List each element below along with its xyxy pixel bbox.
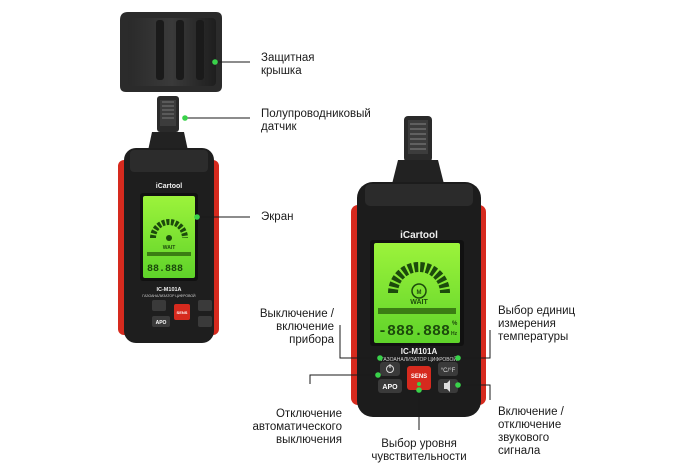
model-label-left: IC-M101A [156, 287, 181, 293]
model-label-right: IC-M101A [401, 347, 438, 356]
power-button-left[interactable] [152, 300, 166, 311]
brand-label-right: iCartool [400, 230, 438, 241]
brand-label-left: iCartool [156, 183, 183, 190]
protective-cover [120, 12, 222, 92]
callout-dots [182, 59, 461, 393]
callout-sound: Включение / отключение звукового сигнала [498, 406, 564, 457]
unit-hz: Hz [451, 331, 458, 337]
temp-unit-button-left[interactable] [198, 300, 212, 311]
callout-cover: Защитная крышка [261, 52, 315, 77]
speaker-icon [444, 380, 450, 392]
sens-button[interactable] [407, 366, 431, 390]
sens-button-left[interactable] [174, 304, 190, 320]
device-left: iCartool WAIT 88.888 IC-M101A ГАЗОАНАЛИЗ… [118, 96, 219, 343]
gauge-center-label: M [417, 290, 422, 296]
wait-label-left: WAIT [163, 245, 176, 251]
apo-label-left: APO [156, 320, 167, 326]
readout-left: 88.888 [147, 264, 183, 275]
subtitle-right: ГАЗОАНАЛИЗАТОР ЦИФРОВОЙ [381, 355, 457, 363]
callout-sensor: Полупроводниковый датчик [261, 108, 371, 133]
device-right: iCartool M WAIT -888.888 % Hz IC-M101A Г… [351, 116, 486, 417]
sound-button-left[interactable] [198, 316, 212, 327]
callout-power: Выключение / включение прибора [259, 308, 334, 346]
callout-apo: Отключение автоматического выключения [252, 408, 342, 446]
unit-ppm: % [452, 321, 458, 327]
apo-button[interactable] [378, 379, 402, 393]
temp-unit-button[interactable] [438, 362, 458, 376]
callout-temp: Выбор единиц измерения температуры [498, 305, 576, 343]
callout-sens: Выбор уровня чувствительности [371, 438, 467, 463]
power-button[interactable] [380, 362, 400, 376]
subtitle-left: ГАЗОАНАЛИЗАТОР ЦИФРОВОЙ [142, 294, 196, 298]
sens-label-left: SENS [177, 310, 188, 315]
callout-lines [185, 61, 491, 430]
apo-button-left[interactable] [152, 316, 170, 327]
sens-label: SENS [411, 374, 427, 380]
readout-right: -888.888 [378, 323, 450, 340]
callout-screen: Экран [261, 211, 294, 223]
wait-label-right: WAIT [410, 299, 428, 306]
apo-label: APO [382, 384, 398, 391]
temp-unit-icon: °C/°F [441, 368, 456, 374]
